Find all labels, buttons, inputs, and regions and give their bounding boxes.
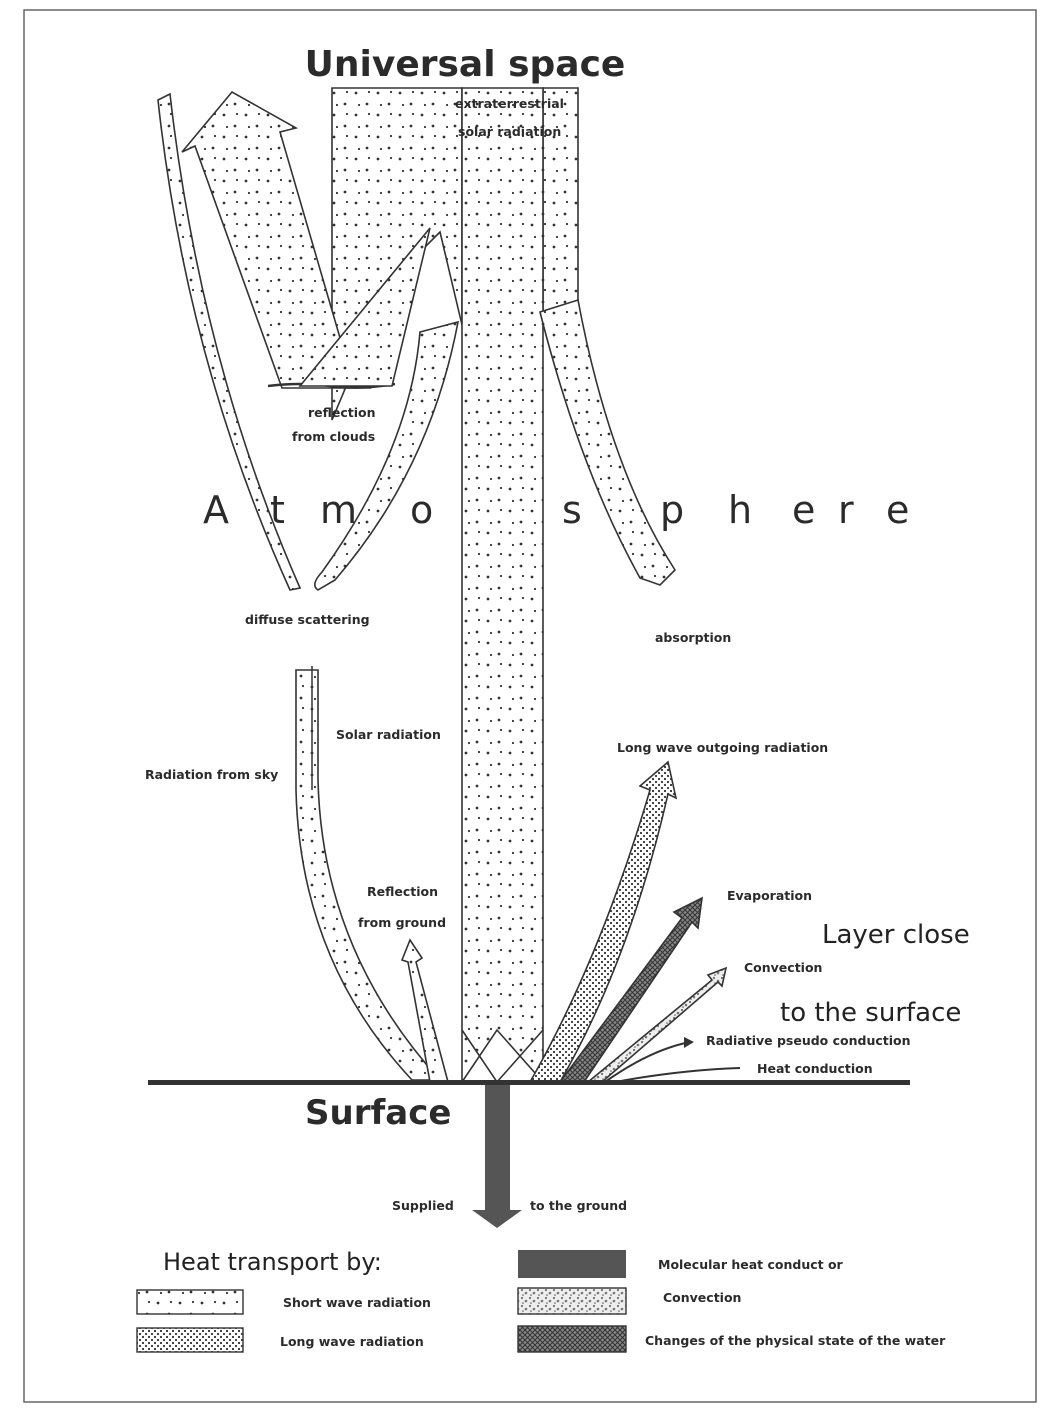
layer-close-label-2: to the surface (780, 998, 961, 1028)
absorption-band (540, 300, 675, 585)
supplied-to-ground-arrow (472, 1085, 522, 1228)
legend: Heat transport by: Short wave radiation … (137, 1248, 946, 1352)
long-wave-outgoing-label: Long wave outgoing radiation (617, 740, 828, 755)
diffuse-scattering-label: diffuse scattering (245, 612, 370, 627)
legend-swatch-long-wave (137, 1328, 243, 1352)
atmosphere-letter: o (410, 488, 433, 532)
surface-line (148, 1080, 910, 1085)
legend-swatch-short-wave (137, 1290, 243, 1314)
universal-space-title: Universal space (305, 44, 626, 85)
heat-conduction-line (615, 1068, 740, 1082)
reflection-ground-label-1: Reflection (367, 884, 438, 899)
legend-label-long-wave: Long wave radiation (280, 1334, 424, 1349)
convection-label: Convection (744, 960, 822, 975)
legend-swatch-convection (518, 1288, 626, 1314)
atmosphere-letter: A (203, 488, 229, 532)
legend-swatch-physical-state (518, 1326, 626, 1352)
atmosphere-letter: m (320, 488, 357, 532)
legend-label-physical-state: Changes of the physical state of the wat… (645, 1333, 946, 1348)
atmosphere-letter: e (792, 488, 815, 532)
atmosphere-letter: p (660, 488, 684, 532)
reflection-ground-label-2: from ground (358, 915, 446, 930)
atmosphere-letter: t (270, 488, 285, 532)
heat-conduction-label: Heat conduction (757, 1061, 873, 1076)
legend-label-convection: Convection (663, 1290, 741, 1305)
atmosphere-word: A t m o s p h e r e (203, 488, 909, 532)
reflection-clouds-label-1: reflection (308, 405, 376, 420)
legend-title: Heat transport by: (163, 1248, 382, 1276)
solar-radiation-band (462, 88, 543, 1082)
extraterrestrial-label-2: solar radiation (458, 124, 561, 139)
surface-label: Surface (305, 1093, 451, 1133)
radiation-from-sky-label: Radiation from sky (145, 767, 278, 782)
reflection-clouds-label-2: from clouds (292, 429, 375, 444)
evaporation-label: Evaporation (727, 888, 812, 903)
layer-close-label-1: Layer close (822, 920, 970, 950)
atmosphere-letter: s (562, 488, 582, 532)
legend-label-short-wave: Short wave radiation (283, 1295, 431, 1310)
solar-radiation-label: Solar radiation (336, 727, 441, 742)
legend-label-molecular: Molecular heat conduct or (658, 1257, 844, 1272)
atmosphere-letter: r (838, 488, 854, 532)
extraterrestrial-column-right (543, 88, 578, 320)
legend-swatch-molecular (518, 1250, 626, 1278)
extraterrestrial-label-1: extraterrestrial (455, 96, 564, 111)
to-the-ground-label: to the ground (530, 1198, 627, 1213)
radiative-pseudo-label: Radiative pseudo conduction (706, 1033, 911, 1048)
atmosphere-letter: e (886, 488, 909, 532)
absorption-label: absorption (655, 630, 731, 645)
atmosphere-letter: h (728, 488, 752, 532)
supplied-label: Supplied (392, 1198, 454, 1213)
radiative-pseudo-arrowhead (684, 1037, 694, 1048)
